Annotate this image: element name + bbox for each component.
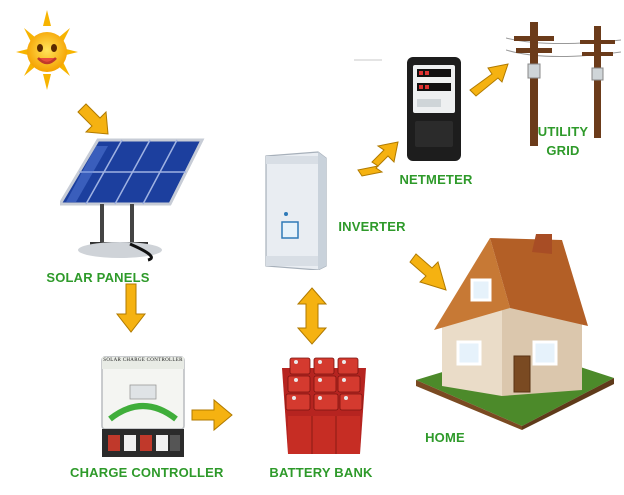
- sun-icon: [14, 8, 80, 92]
- solar-panel-icon: [60, 132, 210, 267]
- home-icon: [412, 230, 618, 430]
- label-utility: UTILITY: [537, 124, 589, 139]
- arrow-battery-inverter: [296, 287, 328, 345]
- label-battery-bank: BATTERY BANK: [269, 465, 373, 480]
- utility-pole-icon: [506, 18, 621, 148]
- arrow-inverter-netmeter: [357, 141, 399, 177]
- label-solar-panels: SOLAR PANELS: [46, 270, 150, 285]
- label-grid: GRID: [546, 143, 580, 158]
- arrow-inverter-to-home: [409, 253, 447, 291]
- label-netmeter: NETMETER: [399, 172, 473, 187]
- arrow-panels-to-controller: [115, 283, 147, 333]
- arrow-sun-to-panels: [77, 103, 109, 135]
- controller-title: SOLAR CHARGE CONTROLLER: [103, 358, 183, 363]
- netmeter-icon: [405, 55, 463, 163]
- label-inverter: INVERTER: [338, 219, 406, 234]
- battery-bank-icon: [276, 350, 372, 460]
- inverter-icon: [262, 150, 330, 270]
- charge-controller-icon: SOLAR CHARGE CONTROLLER: [100, 355, 186, 460]
- label-home: HOME: [425, 430, 465, 445]
- arrow-controller-to-battery: [191, 398, 233, 432]
- label-charge-controller: CHARGE CONTROLLER: [70, 465, 224, 480]
- arrow-netmeter-to-grid: [469, 63, 509, 97]
